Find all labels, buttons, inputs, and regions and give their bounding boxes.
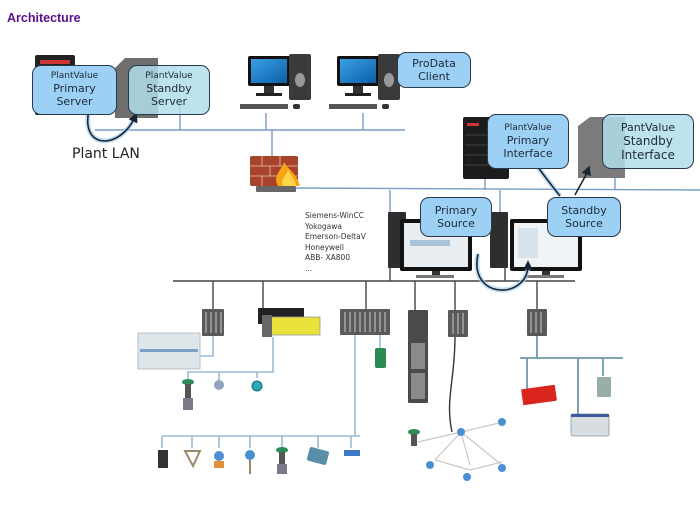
standby-interface-product: PantValue bbox=[620, 120, 676, 134]
vendor-item: Yokogawa bbox=[305, 221, 342, 231]
primary-server-product: PlantValue bbox=[50, 71, 99, 82]
safety-io-rack-icon bbox=[258, 308, 321, 337]
standby-server-type: Server bbox=[150, 95, 188, 109]
field-device-icon bbox=[158, 450, 168, 468]
transmitter-icon bbox=[214, 451, 224, 468]
plc-network-lines bbox=[520, 336, 623, 414]
controller-cabinet-icon bbox=[408, 310, 428, 403]
primary-source-line1: Primary bbox=[434, 203, 478, 217]
io-module-icon bbox=[202, 309, 224, 336]
standby-server-label: PlantValue Standby Server bbox=[128, 65, 210, 115]
standby-interface-type: Interface bbox=[621, 148, 675, 163]
primary-server-role: Primary bbox=[53, 82, 96, 96]
control-lan-line bbox=[289, 187, 700, 191]
field-bus-lines bbox=[161, 335, 381, 448]
primary-interface-role: Primary bbox=[506, 133, 550, 147]
flowmeter-icon bbox=[183, 450, 202, 469]
vendor-item: Siemens-WinCC bbox=[305, 211, 365, 220]
primary-interface-product: PlantValue bbox=[504, 122, 552, 133]
junction-box-icon bbox=[306, 447, 330, 465]
vendor-item: Honeywell bbox=[305, 242, 344, 252]
standby-interface-role: Standby bbox=[623, 133, 673, 148]
prodata-client-workstation-icon bbox=[329, 54, 400, 109]
workstation-icon bbox=[240, 54, 311, 109]
safety-plc-icon bbox=[521, 384, 557, 406]
standby-server-role: Standby bbox=[146, 82, 192, 96]
prodata-client-line1: ProData bbox=[412, 56, 456, 70]
primary-source-label: Primary Source bbox=[420, 197, 492, 237]
vendor-item: ABB- XA800 bbox=[305, 253, 351, 262]
io-module-icon bbox=[448, 310, 468, 337]
interface-standby-arrow bbox=[574, 165, 591, 196]
prodata-client-line2: Client bbox=[418, 70, 450, 83]
control-bus bbox=[173, 268, 575, 310]
primary-server-type: Server bbox=[56, 95, 93, 109]
prodata-client-label: ProData Client bbox=[397, 52, 471, 88]
firewall-icon bbox=[250, 156, 300, 192]
standby-interface-label: PantValue Standby Interface bbox=[602, 114, 694, 169]
primary-interface-label: PlantValue Primary Interface bbox=[487, 114, 569, 169]
control-valve-icon bbox=[276, 447, 288, 474]
standby-source-line1: Standby bbox=[561, 203, 607, 217]
motor-icon bbox=[214, 380, 224, 390]
plant-lan-network bbox=[95, 100, 700, 214]
io-rack-wide-icon bbox=[340, 309, 390, 335]
wireless-mesh-network bbox=[408, 336, 506, 481]
wireless-gateway-icon bbox=[344, 450, 360, 456]
vendor-item: Emerson-DeltaV bbox=[305, 232, 366, 241]
vendor-list: Siemens-WinCC Yokogawa Emerson-DeltaV Ho… bbox=[305, 211, 366, 274]
source-sync-arrow bbox=[476, 253, 533, 291]
standby-source-label: Standby Source bbox=[547, 197, 621, 237]
remote-io-icon bbox=[597, 377, 611, 397]
primary-interface-type: Interface bbox=[503, 146, 553, 160]
drive-icon bbox=[375, 348, 386, 368]
primary-source-line2: Source bbox=[437, 217, 475, 230]
primary-server-label: PlantValue Primary Server bbox=[32, 65, 117, 115]
standby-server-product: PlantValue bbox=[145, 71, 193, 82]
vendor-item: ... bbox=[305, 263, 313, 273]
standby-source-line2: Source bbox=[565, 217, 603, 230]
page-title: Architecture bbox=[7, 11, 81, 25]
pressure-transmitter-icon bbox=[245, 450, 255, 474]
plc-rack-icon bbox=[570, 413, 610, 437]
io-module-icon bbox=[527, 309, 547, 336]
server-sync-arrow bbox=[86, 109, 138, 142]
plant-lan-label: Plant LAN bbox=[72, 146, 140, 162]
legacy-io-panel-icon bbox=[137, 332, 201, 370]
control-valve-icon bbox=[182, 379, 194, 410]
sensor-icon bbox=[251, 380, 263, 392]
